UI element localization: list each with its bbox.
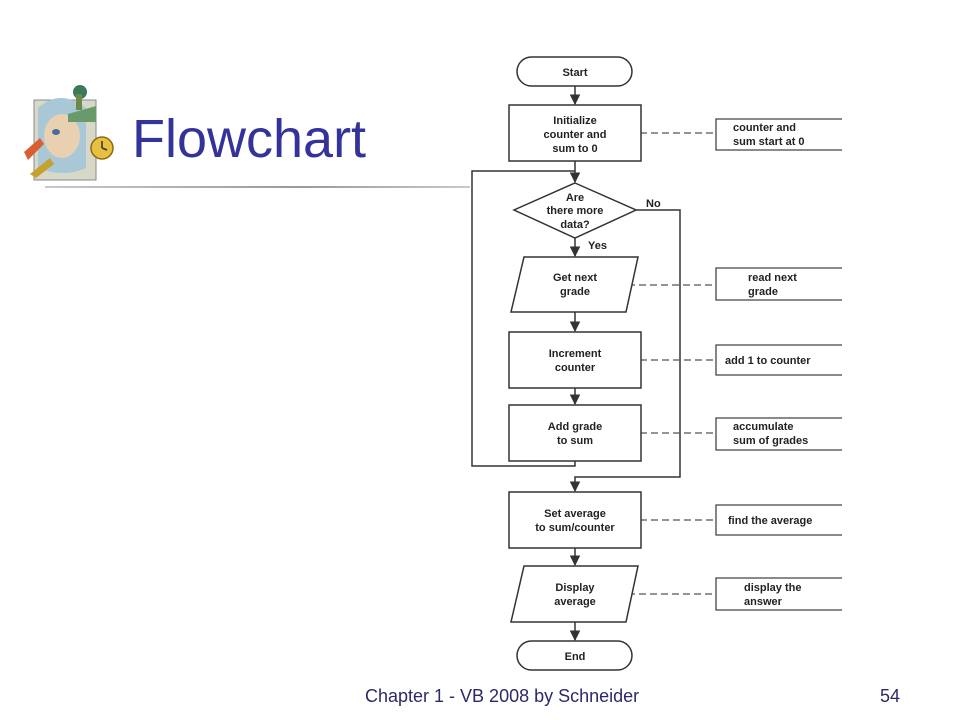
get-next-note-line2: grade <box>748 286 778 298</box>
increment-process-box <box>508 331 642 389</box>
note-bracket-display <box>715 577 842 611</box>
set-average-label-line1: Set average <box>544 508 606 520</box>
init-label-line1: Initialize <box>553 115 596 127</box>
footer-chapter-text: Chapter 1 - VB 2008 by Schneider <box>365 686 640 706</box>
get-next-label-line2: grade <box>560 286 590 298</box>
display-note-line1: display the <box>744 582 801 594</box>
decision-label-line1: Are <box>566 192 584 204</box>
title-divider <box>45 186 470 188</box>
decision-diamond <box>512 182 638 239</box>
add-grade-label-line2: to sum <box>557 435 593 447</box>
note-bracket-init <box>715 118 842 151</box>
init-label-line3: sum to 0 <box>552 143 597 155</box>
init-label-line2: counter and <box>544 129 607 141</box>
display-io-box <box>510 565 639 623</box>
decision-label-line2: there more <box>547 205 604 217</box>
init-note-line1: counter and <box>733 122 796 134</box>
increment-note-line1: add 1 to counter <box>725 355 811 367</box>
note-bracket-get <box>715 267 842 301</box>
start-terminal <box>516 56 633 87</box>
start-label: Start <box>562 67 587 79</box>
increment-label-line1: Increment <box>549 348 602 360</box>
set-average-label-line2: to sum/counter <box>535 522 615 534</box>
display-note-line2: answer <box>744 596 783 608</box>
clipart-logo-icon <box>20 78 120 186</box>
get-next-label-line1: Get next <box>553 272 597 284</box>
add-grade-note-line1: accumulate <box>733 421 794 433</box>
add-grade-label-line1: Add grade <box>548 421 602 433</box>
note-bracket-set <box>715 504 842 536</box>
init-note-line2: sum start at 0 <box>733 136 805 148</box>
note-bracket-increment <box>715 344 842 376</box>
end-label: End <box>565 651 586 663</box>
add-grade-note-line2: sum of grades <box>733 435 808 447</box>
footer-page-number: 54 <box>880 686 901 706</box>
init-process-box <box>508 104 642 162</box>
display-label-line1: Display <box>555 582 595 594</box>
get-next-io-box <box>510 256 639 313</box>
connector-no-branch <box>569 209 681 493</box>
increment-label-line2: counter <box>555 362 596 374</box>
display-label-line2: average <box>554 596 596 608</box>
yes-branch-label: Yes <box>588 240 607 252</box>
note-bracket-add <box>715 417 842 451</box>
no-branch-label: No <box>646 198 661 210</box>
set-average-note-line1: find the average <box>728 515 812 527</box>
add-grade-process-box <box>508 404 642 462</box>
slide-title: Flowchart <box>132 109 367 169</box>
end-terminal <box>516 640 633 671</box>
decision-label-line3: data? <box>560 219 590 231</box>
get-next-note-line1: read next <box>748 272 797 284</box>
set-average-process-box <box>508 491 642 549</box>
connector-loop-back <box>471 170 576 467</box>
